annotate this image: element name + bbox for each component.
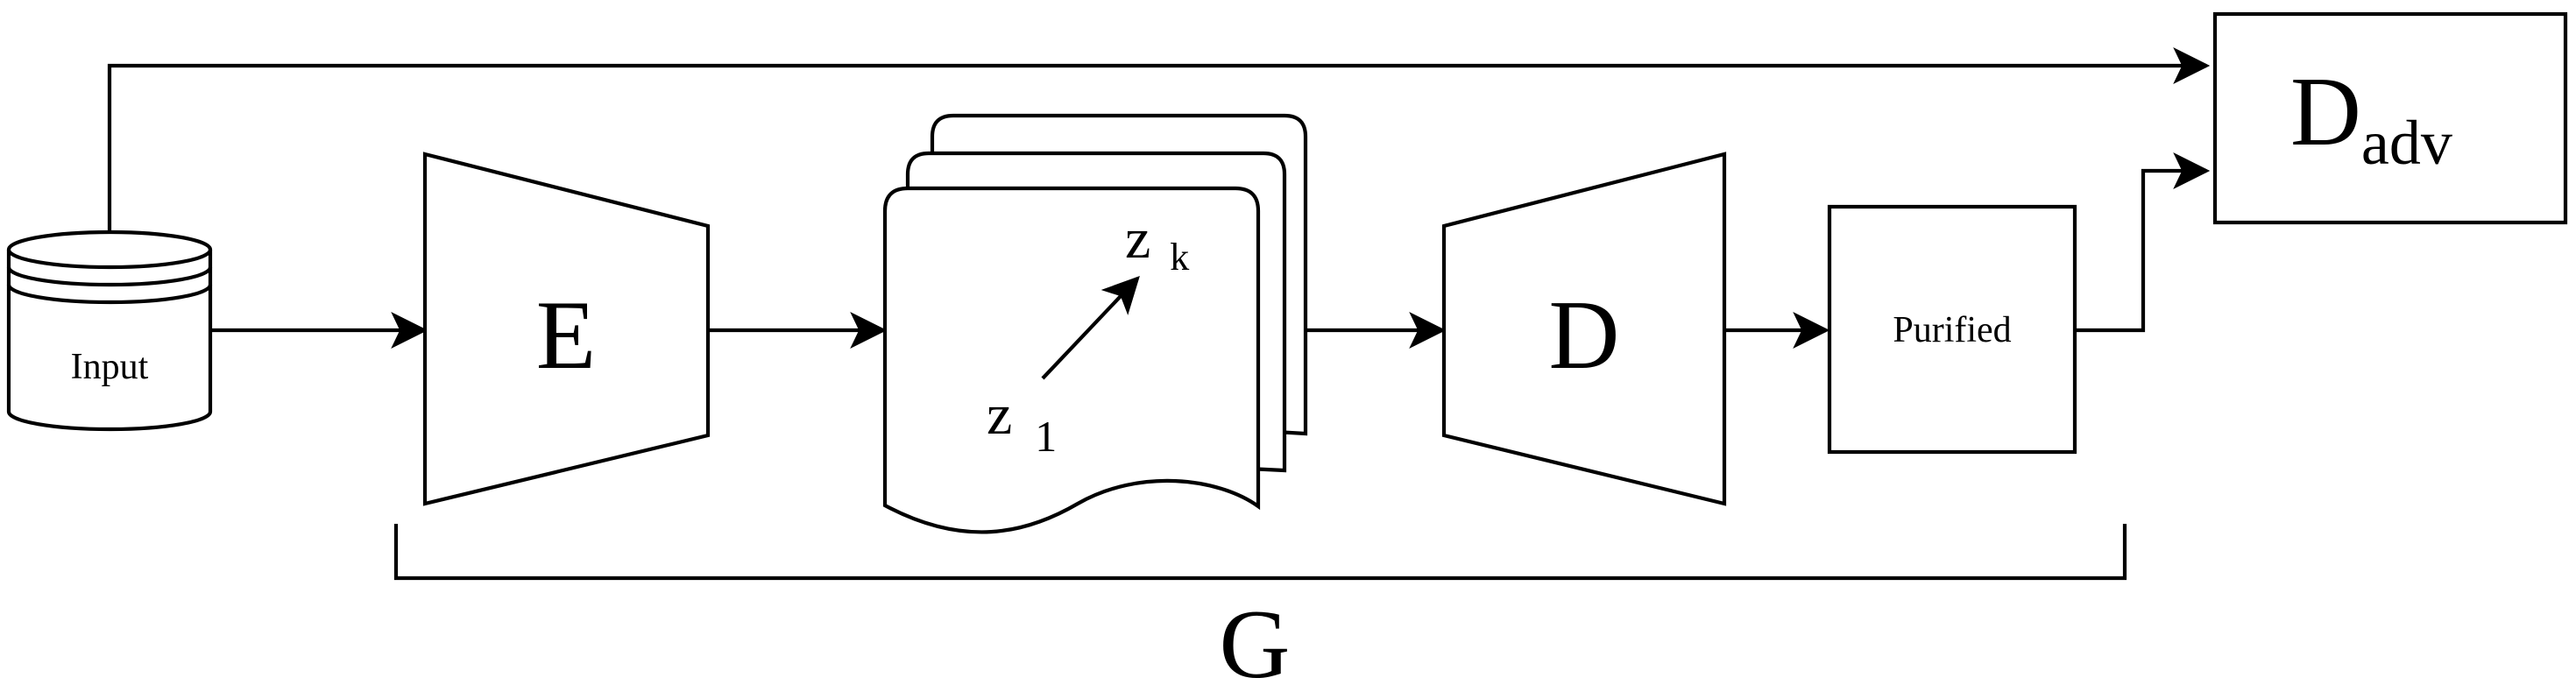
encoder-label: E xyxy=(536,281,596,390)
latent-trajectory-arrow xyxy=(1041,275,1140,380)
input-database: Input xyxy=(6,229,213,432)
generator-label: G xyxy=(1220,590,1291,692)
purified-block: Purified xyxy=(1827,204,2077,455)
discriminator-block: Dadv xyxy=(2212,11,2568,225)
decoder-block: D xyxy=(1441,152,1727,506)
purified-label: Purified xyxy=(1893,310,2011,350)
input-label: Input xyxy=(71,347,149,387)
decoder-label: D xyxy=(1549,281,1620,390)
generator-bracket: G xyxy=(393,524,2127,692)
purified-to-discriminator-arrow xyxy=(2075,152,2211,333)
discriminator-label: Dadv xyxy=(2290,58,2452,178)
skip-connection-arrow xyxy=(107,47,2211,232)
encoder-block: E xyxy=(422,152,711,506)
